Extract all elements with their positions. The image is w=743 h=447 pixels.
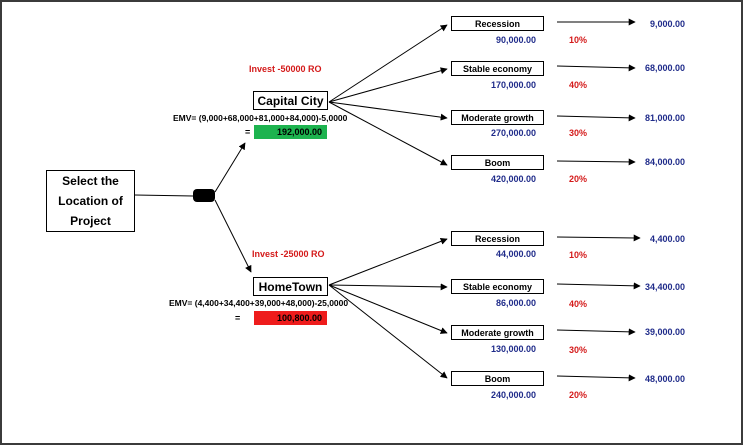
connector-capital-outcome-1 [328,67,448,103]
outcome-payoff: 9,000.00 [650,19,686,29]
outcome-label: Recession [474,233,521,244]
outcome-label: Moderate growth [461,112,534,123]
outcome-value: 130,000.00 [491,344,537,354]
connector-hometown-outcome-1 [328,283,448,291]
payoff-arrow-3 [556,158,636,166]
outcome-label: Boom [484,373,511,384]
outcome-probability: 30% [569,345,588,355]
outcome-box-capital-moderate-growth: Moderate growth [451,110,544,125]
outcome-box-capital-boom: Boom [451,155,544,170]
outcome-box-hometown-stable-economy: Stable economy [451,279,544,294]
alternative-label: HomeTown [258,279,323,294]
outcome-label: Stable economy [462,63,533,74]
invest-label-hometown: Invest -25000 RO [252,249,325,259]
connector-capital-outcome-3 [328,101,448,166]
outcome-label: Recession [474,18,521,29]
emv-equals-capital-city: = [245,127,251,137]
outcome-probability: 40% [569,299,588,309]
outcome-probability: 20% [569,174,588,184]
outcome-payoff: 68,000.00 [645,63,686,73]
connector-capital-outcome-0 [328,24,448,103]
outcome-box-hometown-recession: Recession [451,231,544,246]
payoff-arrow-1 [556,64,636,72]
connector-hometown-outcome-3 [328,284,448,379]
outcome-probability: 10% [569,250,588,260]
alternative-label: Capital City [257,93,324,108]
emv-result-capital-city: 192,000.00 [254,125,327,139]
outcome-value: 270,000.00 [491,128,537,138]
outcome-box-capital-recession: Recession [451,16,544,31]
outcome-value: 90,000.00 [496,35,537,45]
payoff-arrow-5 [556,282,641,290]
connector-node-to-hometown [214,199,252,273]
emv-value: 100,800.00 [276,313,322,323]
emv-formula-hometown: EMV= (4,400+34,400+39,000+48,000)-25,000… [169,298,349,308]
outcome-probability: 30% [569,128,588,138]
payoff-arrow-4 [556,234,641,242]
outcome-payoff: 84,000.00 [645,157,686,167]
outcome-label: Stable economy [462,281,533,292]
emv-result-hometown: 100,800.00 [254,311,327,325]
emv-equals-hometown: = [235,313,241,323]
connector-node-to-capital-city [214,142,246,193]
outcome-probability: 40% [569,80,588,90]
connector-hometown-outcome-2 [328,284,448,334]
emv-value: 192,000.00 [276,127,322,137]
outcome-label: Moderate growth [461,327,534,338]
root-decision-box: Select the Location of Project [46,170,135,232]
outcome-value: 86,000.00 [496,298,537,308]
outcome-payoff: 34,400.00 [645,282,686,292]
outcome-label: Boom [484,157,511,168]
outcome-probability: 20% [569,390,588,400]
payoff-arrow-6 [556,328,636,336]
outcome-box-hometown-boom: Boom [451,371,544,386]
outcome-box-capital-stable-economy: Stable economy [451,61,544,76]
root-label: Select the Location of Project [58,174,123,228]
outcome-payoff: 39,000.00 [645,327,686,337]
connector-root-to-node [134,194,194,197]
outcome-payoff: 48,000.00 [645,374,686,384]
outcome-payoff: 4,400.00 [650,234,686,244]
decision-node [193,189,215,202]
outcome-value: 44,000.00 [496,249,537,259]
outcome-value: 420,000.00 [491,174,537,184]
connector-capital-outcome-2 [328,101,448,121]
outcome-value: 170,000.00 [491,80,537,90]
alternative-box-hometown: HomeTown [253,277,328,296]
outcome-box-hometown-moderate-growth: Moderate growth [451,325,544,340]
payoff-arrow-2 [556,114,636,122]
invest-label-capital-city: Invest -50000 RO [249,64,322,74]
alternative-box-capital-city: Capital City [253,91,328,110]
emv-formula-capital-city: EMV= (9,000+68,000+81,000+84,000)-5,0000 [173,113,348,123]
payoff-arrow-7 [556,374,636,382]
outcome-value: 240,000.00 [491,390,537,400]
connector-hometown-outcome-0 [328,238,448,286]
outcome-probability: 10% [569,35,588,45]
outcome-payoff: 81,000.00 [645,113,686,123]
